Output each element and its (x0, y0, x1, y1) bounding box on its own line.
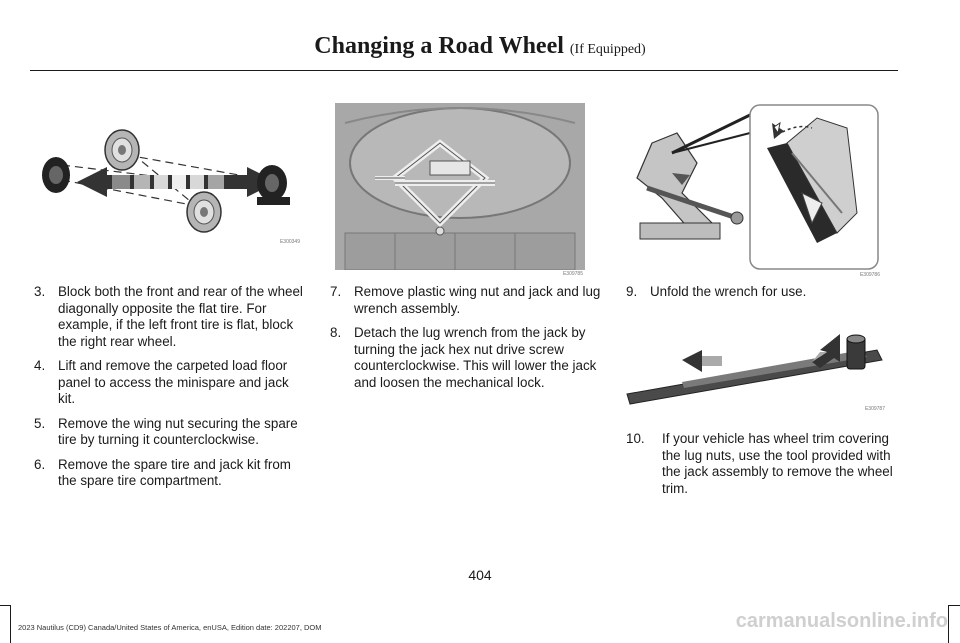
figure-code: E300349 (279, 239, 300, 245)
step-10: 10. If your vehicle has wheel trim cover… (626, 431, 898, 497)
column-middle: 7. Remove plastic wing nut and jack and … (330, 284, 602, 399)
step-5: 5. Remove the wing nut securing the spar… (34, 416, 306, 449)
page-title-subtitle: (If Equipped) (569, 42, 646, 57)
step-number: 10. (626, 431, 645, 446)
step-text: Remove the wing nut securing the spare t… (58, 415, 298, 448)
page-number: 404 (468, 567, 492, 583)
page-title-main: Changing a Road Wheel (314, 33, 564, 59)
step-text: Block both the front and rear of the whe… (58, 284, 303, 349)
step-6: 6. Remove the spare tire and jack kit fr… (34, 457, 306, 490)
crop-mark (0, 605, 11, 606)
crop-mark (948, 605, 949, 643)
step-number: 9. (626, 284, 638, 299)
figure-wrench: E309787 (622, 322, 887, 412)
figure-jack-compartment: E309785 (335, 103, 585, 277)
column-right-step9: 9. Unfold the wrench for use. (626, 284, 898, 309)
step-8: 8. Detach the lug wrench from the jack b… (330, 325, 602, 391)
step-number: 8. (330, 325, 342, 340)
step-number: 5. (34, 415, 46, 431)
figure-code: E309786 (859, 272, 880, 278)
step-text: Lift and remove the carpeted load floor … (58, 358, 289, 406)
figure-jack-unfold: E309786 (622, 103, 882, 278)
step-number: 6. (34, 456, 46, 472)
step-number: 3. (34, 284, 46, 299)
header-rule (30, 70, 898, 71)
figure-code: E309785 (562, 271, 583, 277)
step-7: 7. Remove plastic wing nut and jack and … (330, 284, 602, 317)
watermark: carmanualsonline.info (735, 610, 948, 632)
step-9: 9. Unfold the wrench for use. (626, 284, 898, 301)
step-4: 4. Lift and remove the carpeted load flo… (34, 358, 306, 408)
figure-code: E309787 (864, 406, 885, 412)
step-number: 7. (330, 284, 342, 299)
footer-edition-info: 2023 Nautilus (CD9) Canada/United States… (18, 623, 322, 632)
step-text: Detach the lug wrench from the jack by t… (354, 325, 597, 390)
page-title: Changing a Road Wheel (If Equipped) (0, 33, 960, 60)
step-text: If your vehicle has wheel trim covering … (662, 431, 893, 496)
step-text: Remove plastic wing nut and jack and lug… (354, 284, 601, 316)
step-text: Unfold the wrench for use. (650, 284, 807, 299)
figure-diagonal-wheels: E300349 (32, 115, 302, 245)
step-3: 3. Block both the front and rear of the … (34, 284, 306, 350)
step-number: 4. (34, 358, 46, 373)
column-left: 3. Block both the front and rear of the … (34, 284, 306, 498)
step-text: Remove the spare tire and jack kit from … (58, 456, 291, 489)
column-right-step10: 10. If your vehicle has wheel trim cover… (626, 431, 898, 505)
crop-mark (948, 605, 960, 606)
crop-mark (10, 605, 11, 643)
